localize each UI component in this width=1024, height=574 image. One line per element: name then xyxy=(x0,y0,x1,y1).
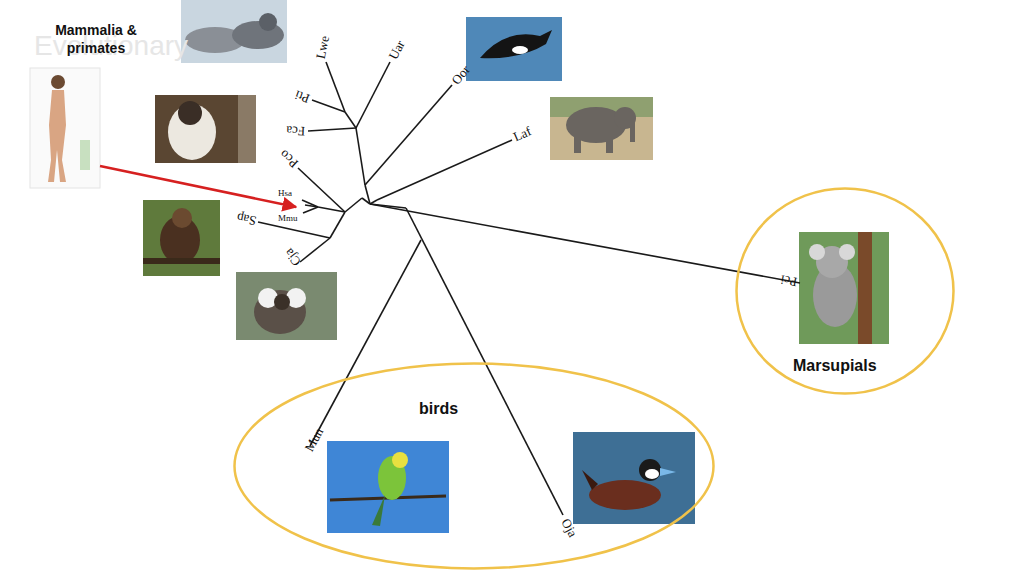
tree-branch xyxy=(258,222,330,238)
group-ellipse: Marsupials xyxy=(735,187,955,395)
taxon-label: Mun xyxy=(302,425,325,453)
ellipse-outline xyxy=(233,362,715,570)
elephant-photo xyxy=(550,97,653,160)
tree-branch xyxy=(370,204,406,208)
marmoset-photo xyxy=(236,272,337,340)
tree-branch xyxy=(302,200,318,207)
koala-photo xyxy=(799,232,889,344)
tree-branch xyxy=(370,200,377,204)
tree-branch xyxy=(308,128,356,131)
tree-branch xyxy=(356,62,390,128)
monkey-photo xyxy=(143,200,220,276)
tree-branch xyxy=(312,100,345,112)
tree-branch xyxy=(303,207,318,213)
tree-branch xyxy=(298,168,345,212)
tree-branch xyxy=(330,212,345,238)
tree-branch xyxy=(362,198,370,204)
parakeet-photo xyxy=(327,441,449,533)
taxon-label: Sap xyxy=(236,211,258,228)
ellipse-outline xyxy=(235,364,714,569)
tree-branch xyxy=(326,62,345,112)
group-name: birds xyxy=(419,400,458,418)
taxon-label: Cja xyxy=(282,246,303,268)
tree-branch xyxy=(310,240,421,446)
taxon-label: Laf xyxy=(511,124,533,143)
ellipse-outline xyxy=(737,189,954,394)
human-photo xyxy=(30,68,100,188)
group-ellipse: birds xyxy=(233,362,715,570)
duck-photo xyxy=(573,432,695,524)
seal-photo xyxy=(181,0,287,63)
tree-branch xyxy=(305,205,318,207)
group-name: Marsupials xyxy=(793,357,877,375)
tree-branch xyxy=(345,112,356,128)
tree-branch xyxy=(300,238,330,262)
taxon-label: Pco xyxy=(277,147,300,170)
tree-branch xyxy=(345,198,362,212)
tree-branch xyxy=(356,128,365,185)
sifaka-photo xyxy=(155,95,256,163)
taxon-label: Fca xyxy=(286,124,305,138)
taxon-label: Hsa xyxy=(278,189,292,198)
tree-branch xyxy=(370,204,800,283)
tree-branch xyxy=(318,207,345,212)
taxon-label: Pci xyxy=(779,273,798,289)
tree-branches xyxy=(258,62,800,515)
taxon-label: Uar xyxy=(386,38,407,61)
tree-branch xyxy=(406,208,563,515)
taxon-label: Pti xyxy=(293,88,311,105)
taxon-label: Mmu xyxy=(278,214,298,223)
group-heading: Mammalia & primates xyxy=(40,21,152,57)
taxon-label: Lwe xyxy=(314,34,332,59)
orca-photo xyxy=(466,17,562,81)
tree-branch xyxy=(365,85,452,185)
pointer-arrow xyxy=(100,166,296,207)
